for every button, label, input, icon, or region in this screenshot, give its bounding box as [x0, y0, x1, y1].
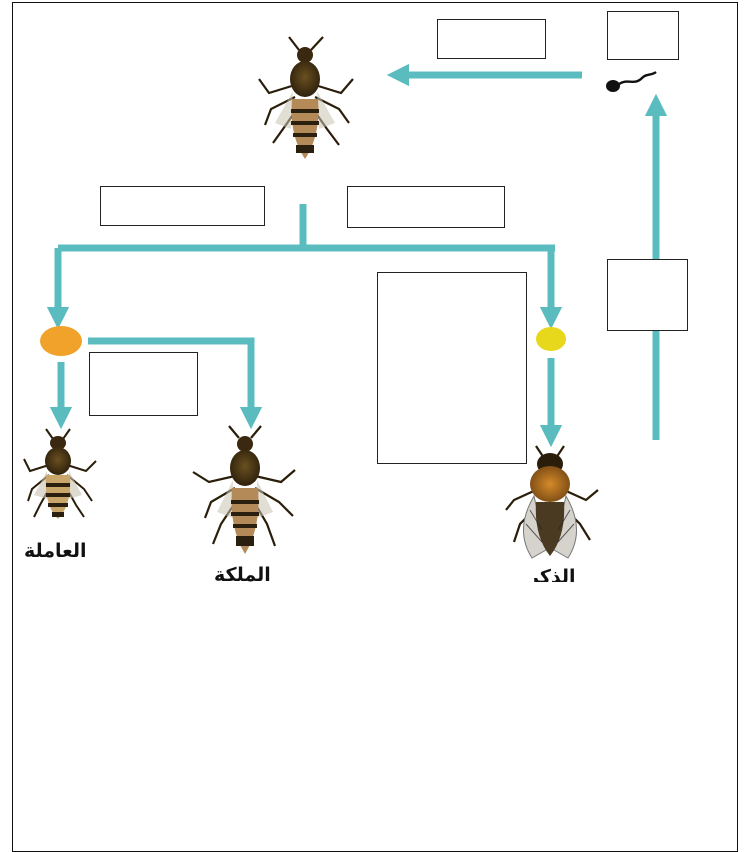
answer-box-left-branch[interactable] — [100, 186, 265, 226]
unfertilized-egg-icon — [536, 327, 566, 351]
queen-bee-top-icon — [258, 36, 354, 159]
sperm-icon — [606, 71, 657, 92]
answer-box-right-branch[interactable] — [347, 186, 505, 228]
worker-label: العاملة — [24, 540, 87, 562]
arrow-egg-to-queen — [88, 337, 263, 430]
drone-bee-icon — [505, 445, 599, 559]
answer-box-right-side[interactable] — [607, 259, 688, 331]
drone-label: الذكر — [528, 566, 576, 582]
answer-box-tall-center[interactable] — [377, 272, 527, 464]
fertilized-egg-icon — [40, 326, 82, 356]
queen-bee-icon — [192, 425, 296, 554]
answer-box-top-right[interactable] — [607, 11, 679, 60]
answer-box-egg-split[interactable] — [89, 352, 198, 416]
answer-box-top-middle[interactable] — [437, 19, 546, 59]
queen-label: الملكة — [214, 564, 271, 582]
worker-bee-icon — [23, 428, 97, 519]
